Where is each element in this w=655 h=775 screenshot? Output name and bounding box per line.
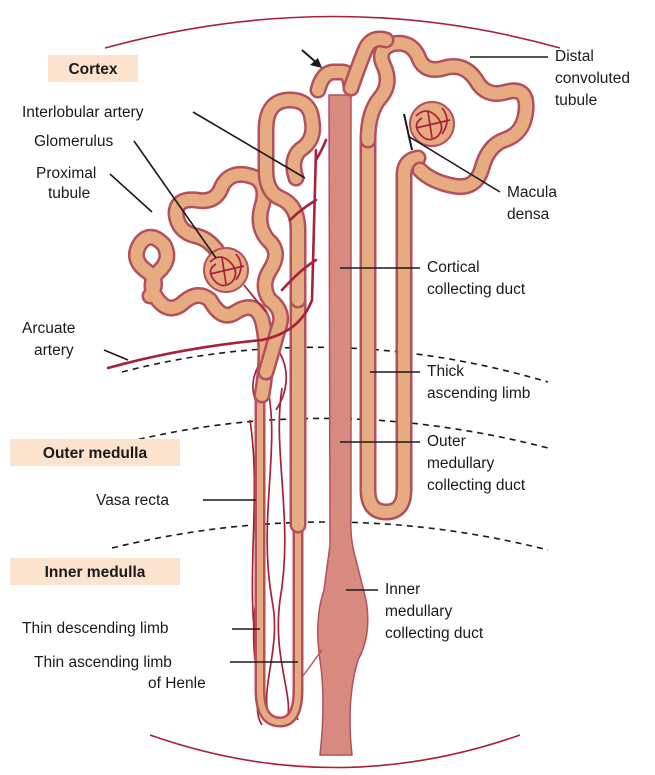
region-label-inner-medulla: Inner medulla (10, 558, 180, 585)
label-inner-medullary-3: collecting duct (385, 625, 484, 642)
label-macula-densa-2: densa (507, 206, 550, 223)
label-arcuate-artery-1: Arcuate (22, 320, 75, 337)
label-inner-medullary-2: medullary (385, 603, 452, 620)
label-outer-medullary-3: collecting duct (427, 477, 526, 494)
label-thin-descending-limb: Thin descending limb (22, 620, 168, 637)
kidney-outline-top (105, 17, 560, 49)
region-cortex-text: Cortex (68, 61, 117, 78)
region-inner-medulla-text: Inner medulla (45, 564, 146, 581)
label-distal-3: tubule (555, 92, 597, 109)
label-outer-medullary-1: Outer (427, 433, 466, 450)
label-distal-2: convoluted (555, 70, 630, 87)
label-thin-ascending-limb-2: of Henle (148, 675, 206, 692)
arcuate-artery (108, 340, 262, 368)
label-inner-medullary-1: Inner (385, 581, 420, 598)
right-glomerulus (410, 102, 454, 146)
label-thick-ascending-2: ascending limb (427, 385, 530, 402)
label-distal-1: Distal (555, 48, 594, 65)
label-glomerulus: Glomerulus (34, 133, 113, 150)
label-vasa-recta: Vasa recta (96, 492, 169, 509)
label-thin-ascending-limb-1: Thin ascending limb (34, 654, 172, 671)
label-thick-ascending-1: Thick (427, 363, 464, 380)
left-glomerulus (204, 248, 248, 292)
leader-arcuate-artery (104, 350, 128, 360)
region-label-cortex: Cortex (48, 55, 138, 82)
region-label-outer-medulla: Outer medulla (10, 439, 180, 466)
region-outer-medulla-text: Outer medulla (43, 445, 148, 462)
leader-proximal-tubule (110, 174, 152, 212)
label-interlobular-artery: Interlobular artery (22, 104, 144, 121)
label-proximal-tubule-1: Proximal (36, 165, 96, 182)
filtrate-arrow (302, 50, 322, 68)
label-arcuate-artery-2: artery (34, 342, 74, 359)
label-cortical-duct-2: collecting duct (427, 281, 526, 298)
label-macula-densa-1: Macula (507, 184, 557, 201)
label-proximal-tubule-2: tubule (48, 185, 90, 202)
label-outer-medullary-2: medullary (427, 455, 494, 472)
label-cortical-duct-1: Cortical (427, 259, 480, 276)
